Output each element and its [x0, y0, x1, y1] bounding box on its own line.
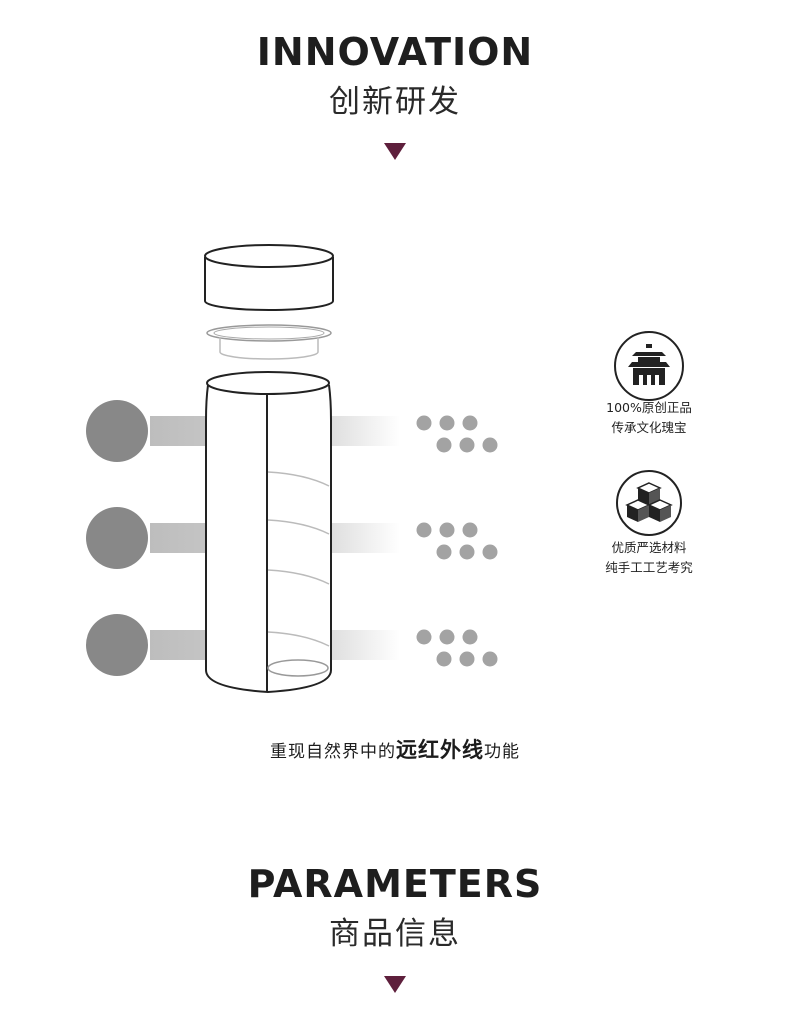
particle-dot: [439, 629, 455, 645]
feature-authentic-line1: 100%原创正品: [606, 400, 692, 415]
mineral-ball: [86, 507, 148, 569]
down-triangle-icon: [384, 976, 406, 993]
particle-dot: [462, 522, 478, 538]
particle-dot: [436, 437, 452, 453]
parameters-title: PARAMETERS: [247, 862, 543, 906]
cubes-icon: [616, 470, 682, 536]
innovation-title: INNOVATION: [256, 30, 534, 74]
feature-authentic-line2: 传承文化瑰宝: [611, 420, 687, 435]
particle-dot: [462, 629, 478, 645]
particle-dot: [459, 437, 475, 453]
particle-dot: [436, 651, 452, 667]
far-infrared-caption: 重现自然界中的远红外线功能: [160, 734, 630, 764]
bottle-lid: [204, 244, 334, 311]
innovation-subtitle: 创新研发: [329, 84, 461, 120]
particle-dot: [416, 415, 432, 431]
bottle-body: [205, 371, 332, 694]
down-triangle-icon: [384, 143, 406, 160]
particle-dot: [482, 544, 498, 560]
caption-suffix: 功能: [484, 742, 520, 762]
particle-dot: [436, 544, 452, 560]
caption-prefix: 重现自然界中的: [270, 742, 396, 762]
mineral-ball: [86, 400, 148, 462]
feature-material-line2: 纯手工工艺考究: [605, 560, 693, 575]
parameters-subtitle: 商品信息: [329, 916, 461, 952]
mineral-ball: [86, 614, 148, 676]
bottle-exploded-illustration: [86, 244, 684, 694]
particle-dot: [439, 415, 455, 431]
feature-material: 优质严选材料 纯手工工艺考究: [569, 538, 729, 578]
particle-dot: [459, 651, 475, 667]
feature-material-line1: 优质严选材料: [611, 540, 687, 555]
particle-dot: [416, 522, 432, 538]
feature-authentic: 100%原创正品 传承文化瑰宝: [569, 398, 729, 438]
caption-highlight: 远红外线: [396, 738, 484, 762]
particle-dot: [482, 651, 498, 667]
particle-dot: [462, 415, 478, 431]
particle-dot: [439, 522, 455, 538]
pagoda-icon: [614, 331, 684, 401]
particle-dot: [416, 629, 432, 645]
particle-dot: [459, 544, 475, 560]
particle-dot: [482, 437, 498, 453]
bottle-seal-ring: [206, 324, 332, 360]
